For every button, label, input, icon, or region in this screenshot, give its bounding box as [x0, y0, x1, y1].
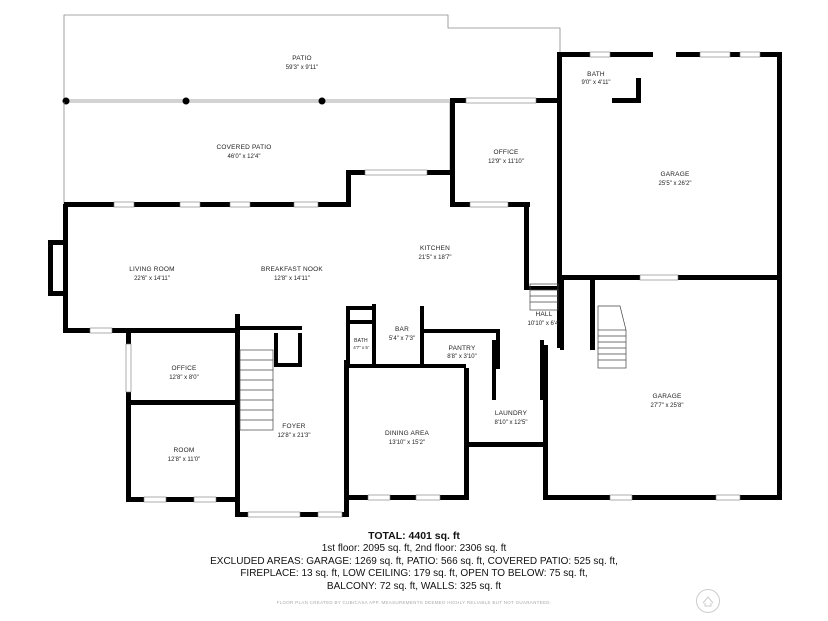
covered-patio-posts	[62, 97, 326, 105]
summary-line-excluded: EXCLUDED AREAS: GARAGE: 1269 sq. ft, PAT…	[210, 555, 618, 567]
interior-walls	[129, 280, 564, 400]
room-name-foyer: FOYER	[282, 423, 305, 430]
room-dim-office-left: 12'8" x 8'0"	[169, 375, 199, 381]
credit-text: FLOOR PLAN CREATED BY CUBICASA APP. MEAS…	[276, 600, 552, 605]
room-dim-patio: 59'3" x 9'11"	[286, 65, 318, 71]
room-dim-bath-small: 4'7" x 5'	[353, 345, 369, 350]
room-name-kitchen: KITCHEN	[420, 245, 450, 252]
room-dim-room: 12'8" x 11'0"	[168, 457, 200, 463]
garage-stairs	[597, 305, 627, 369]
room-dim-bath-top: 9'0" x 4'11"	[581, 80, 610, 86]
room-dim-pantry: 8'8" x 3'10"	[447, 354, 477, 360]
exterior-walls	[48, 52, 782, 517]
room-name-bar: BAR	[395, 326, 409, 333]
summary-line-floors: 1st floor: 2095 sq. ft, 2nd floor: 2306 …	[321, 543, 507, 554]
room-name-breakfast-nook: BREAKFAST NOOK	[261, 266, 323, 273]
room-dim-garage-top: 25'5" x 26'2"	[659, 181, 692, 187]
covered-patio-outline	[63, 102, 451, 204]
summary-line-balcony: BALCONY: 72 sq. ft, WALLS: 325 sq. ft	[326, 580, 502, 592]
room-name-hall: HALL	[535, 311, 552, 318]
room-dim-living-room: 22'6" x 14'11"	[134, 276, 170, 282]
room-dim-bar: 5'4" x 7'3"	[389, 336, 415, 342]
room-dim-office-top: 12'9" x 11'10"	[488, 159, 524, 165]
room-name-bath-small: BATH	[354, 338, 368, 344]
room-dim-hall: 10'10" x 6'4"	[528, 321, 561, 327]
floor-plan: PATIO 59'3" x 9'11" COVERED PATIO 46'0" …	[48, 14, 782, 518]
windows	[89, 51, 761, 518]
cubicasa-logo-icon	[696, 589, 720, 613]
room-dim-foyer: 12'8" x 21'3"	[278, 433, 311, 439]
room-dim-covered-patio: 46'0" x 12'4"	[228, 154, 261, 160]
room-dim-breakfast-nook: 12'8" x 14'11"	[274, 276, 310, 282]
room-dim-dining-area: 13'10" x 15'2"	[389, 440, 425, 446]
summary-line-fireplace: FIREPLACE: 13 sq. ft, LOW CEILING: 179 s…	[240, 568, 588, 579]
room-name-room: ROOM	[173, 447, 194, 454]
room-dim-garage-bottom: 27'7" x 25'8"	[651, 403, 684, 409]
room-labels: PATIO 59'3" x 9'11" COVERED PATIO 46'0" …	[129, 55, 691, 463]
room-dim-kitchen: 21'5" x 18'7"	[419, 255, 452, 261]
room-name-laundry: LAUNDRY	[495, 410, 528, 417]
room-name-dining-area: DINING AREA	[385, 430, 430, 437]
room-name-garage-top: GARAGE	[660, 171, 689, 178]
room-name-bath-top: BATH	[587, 71, 605, 78]
room-name-pantry: PANTRY	[449, 345, 476, 352]
foyer-stairs	[239, 349, 274, 431]
room-name-patio: PATIO	[292, 55, 312, 62]
area-summary: TOTAL: 4401 sq. ft 1st floor: 2095 sq. f…	[0, 530, 828, 593]
room-name-covered-patio: COVERED PATIO	[216, 144, 271, 151]
patio-outline	[63, 14, 561, 103]
total-area: TOTAL: 4401 sq. ft	[368, 530, 460, 542]
room-dim-laundry: 8'10" x 12'5"	[495, 420, 528, 426]
room-name-garage-bottom: GARAGE	[652, 393, 681, 400]
room-name-office-top: OFFICE	[493, 149, 518, 156]
room-name-office-left: OFFICE	[171, 365, 196, 372]
room-name-living-room: LIVING ROOM	[129, 266, 175, 273]
hall-stairs	[529, 283, 559, 311]
